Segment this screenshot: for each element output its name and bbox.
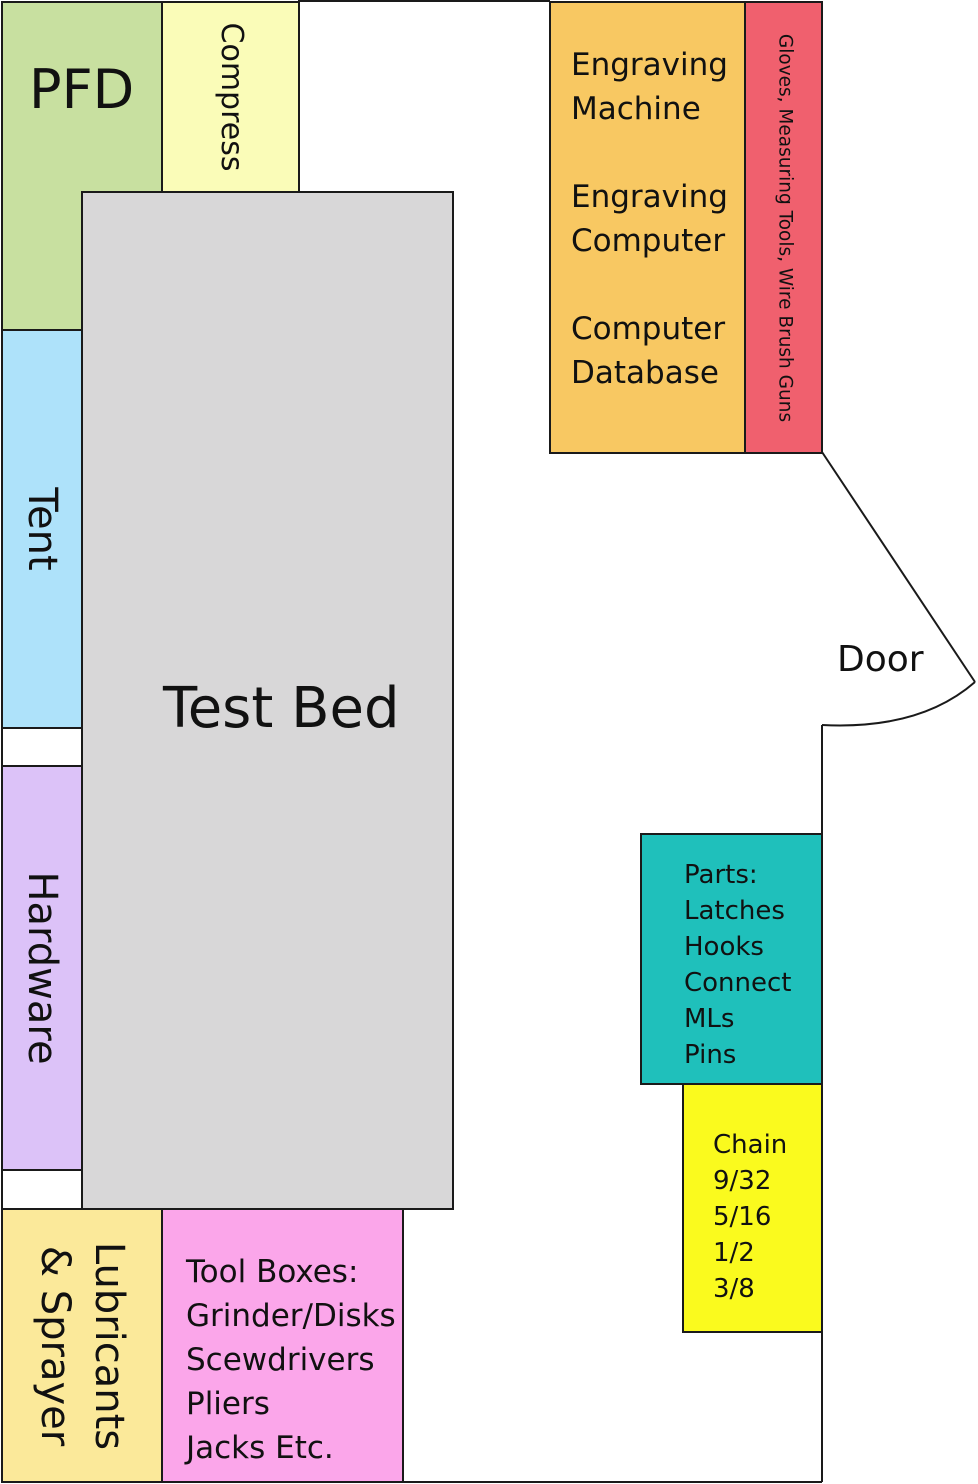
lubricants-label: Lubricants & Sprayer bbox=[28, 1241, 136, 1449]
lubricants-area: Lubricants & Sprayer bbox=[1, 1208, 163, 1483]
empty-bay-1 bbox=[1, 727, 83, 767]
door-leaf bbox=[821, 451, 976, 683]
chain-line: 5/16 bbox=[713, 1202, 772, 1232]
compress-label: Compress bbox=[213, 22, 249, 172]
chain-line: 9/32 bbox=[713, 1166, 772, 1196]
lubricants-label-line2: & Sprayer bbox=[32, 1245, 78, 1446]
chain-area: Chain 9/32 5/16 1/2 3/8 bbox=[682, 1083, 823, 1333]
tent-area: Tent bbox=[1, 329, 83, 729]
engraving-line: Database bbox=[571, 355, 719, 391]
hardware-area: Hardware bbox=[1, 765, 83, 1171]
test-bed-area: Test Bed bbox=[81, 191, 454, 1210]
engraving-line: Computer bbox=[571, 311, 726, 347]
engraving-line bbox=[571, 263, 728, 307]
chain-line: Chain bbox=[713, 1130, 788, 1160]
test-bed-label: Test Bed bbox=[163, 676, 400, 741]
tool-boxes-line: Tool Boxes: bbox=[186, 1254, 359, 1290]
parts-list: Parts: Latches Hooks Connect MLs Pins bbox=[684, 857, 792, 1073]
chain-line: 3/8 bbox=[713, 1274, 755, 1304]
chain-line: 1/2 bbox=[713, 1238, 755, 1268]
tool-boxes-line: Scewdrivers bbox=[186, 1342, 375, 1378]
parts-line: Connect bbox=[684, 968, 792, 998]
tool-boxes-line: Jacks Etc. bbox=[186, 1430, 334, 1466]
chain-list: Chain 9/32 5/16 1/2 3/8 bbox=[713, 1127, 787, 1307]
parts-line: Latches bbox=[684, 896, 785, 926]
parts-area: Parts: Latches Hooks Connect MLs Pins bbox=[640, 833, 823, 1085]
hardware-label: Hardware bbox=[19, 871, 65, 1065]
parts-line: Pins bbox=[684, 1040, 737, 1070]
engraving-line: Engraving bbox=[571, 179, 728, 215]
door-swing-arc bbox=[821, 681, 976, 727]
tool-boxes-line: Pliers bbox=[186, 1386, 270, 1422]
tool-boxes-list: Tool Boxes: Grinder/Disks Scewdrivers Pl… bbox=[186, 1250, 396, 1470]
lubricants-label-line1: Lubricants bbox=[86, 1241, 132, 1450]
engraving-line: Engraving bbox=[571, 47, 728, 83]
engraving-line: Computer bbox=[571, 223, 726, 259]
tent-label: Tent bbox=[19, 487, 65, 571]
engraving-line bbox=[571, 131, 728, 175]
parts-line: MLs bbox=[684, 1004, 735, 1034]
pfd-label: PFD bbox=[29, 58, 135, 121]
parts-line: Hooks bbox=[684, 932, 764, 962]
gloves-tools-label: Gloves, Measuring Tools, Wire Brush Guns bbox=[773, 33, 795, 422]
compress-area: Compress bbox=[161, 1, 300, 193]
engraving-list: Engraving Machine Engraving Computer Com… bbox=[571, 43, 728, 395]
tool-boxes-area: Tool Boxes: Grinder/Disks Scewdrivers Pl… bbox=[161, 1208, 404, 1483]
gloves-tools-area: Gloves, Measuring Tools, Wire Brush Guns bbox=[744, 1, 823, 454]
tool-boxes-line: Grinder/Disks bbox=[186, 1298, 396, 1334]
door-label: Door bbox=[837, 639, 924, 680]
parts-line: Parts: bbox=[684, 860, 758, 890]
engraving-area: Engraving Machine Engraving Computer Com… bbox=[549, 1, 746, 454]
empty-bay-2 bbox=[1, 1169, 83, 1210]
engraving-line: Machine bbox=[571, 91, 701, 127]
